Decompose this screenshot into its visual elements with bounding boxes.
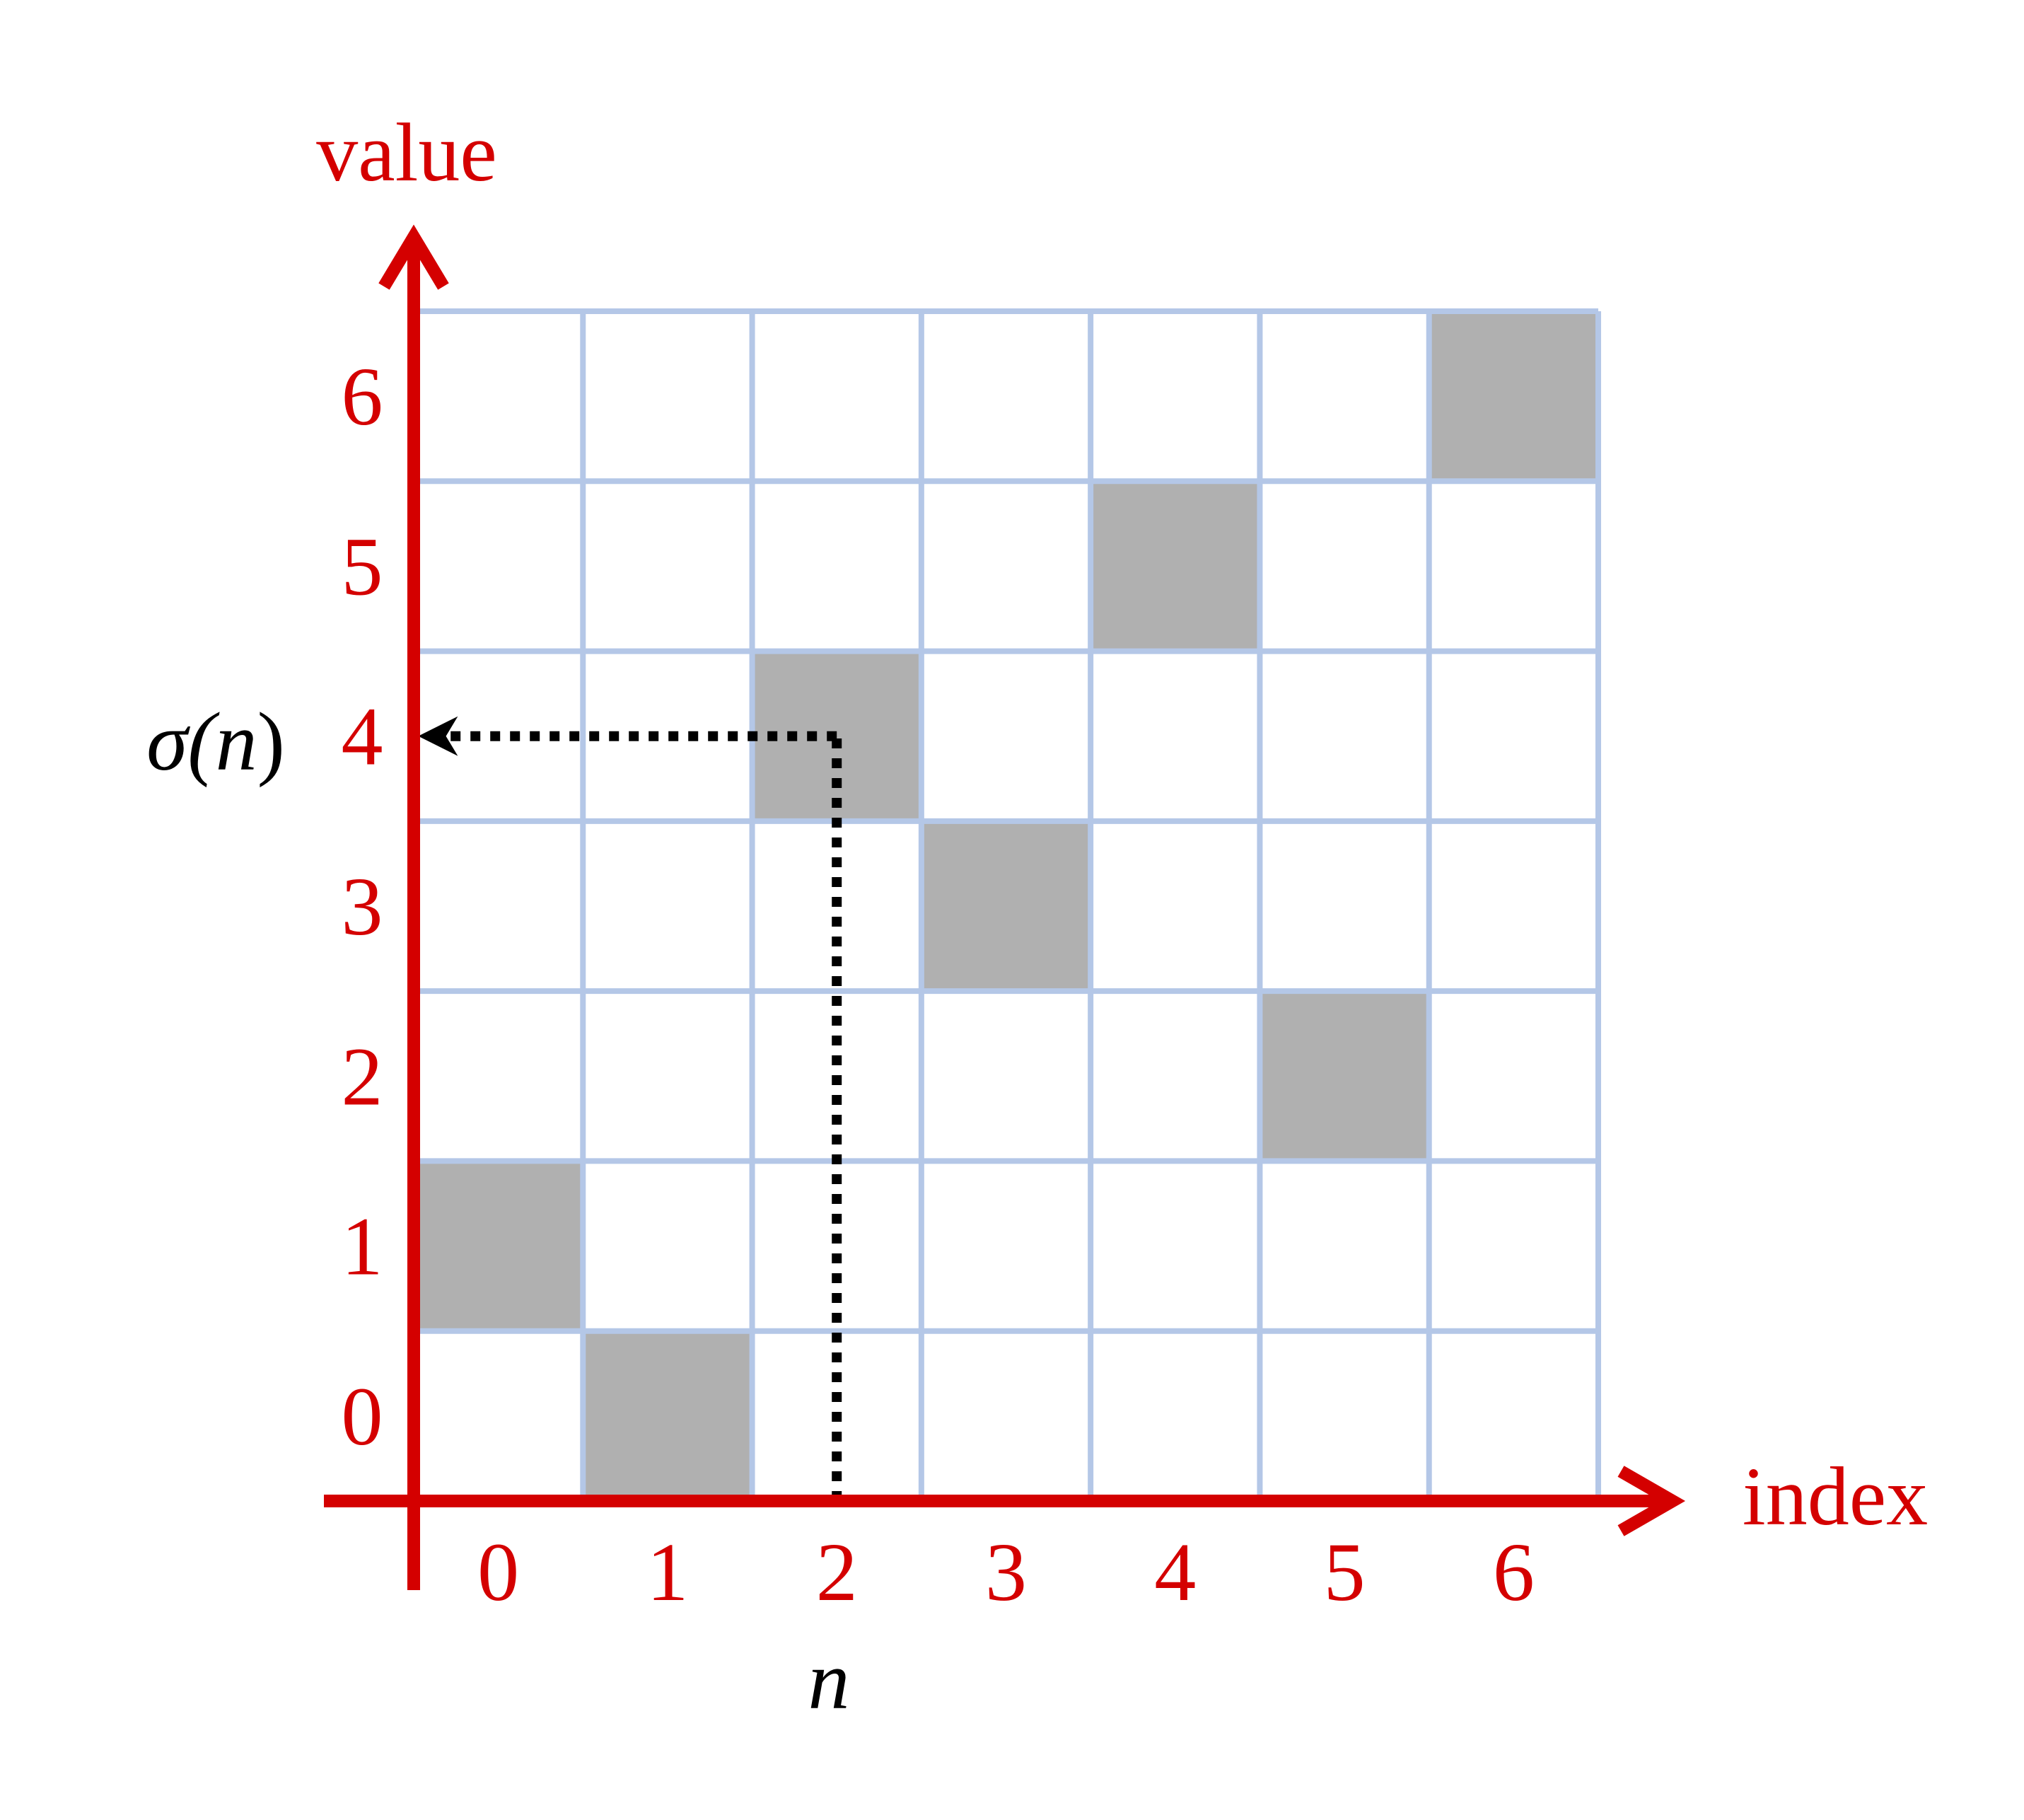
x-tick-label-1: 1 [646,1526,688,1618]
y-tick-label-6: 6 [342,350,383,443]
filled-cell-1-0 [583,1331,752,1501]
grid-lines [411,308,1601,1504]
x-tick-label-2: 2 [816,1526,858,1618]
filled-cell-0-1 [414,1161,583,1331]
x-axis-arrowhead [1617,1466,1686,1536]
y-axis-label: value [316,106,497,199]
filled-cell-2-4 [752,651,921,821]
x-tick-label-5: 5 [1324,1526,1366,1618]
sigma-n-label-prefix: σ( [146,695,220,788]
guide-lines [418,716,842,1501]
x-tick-label-0: 0 [477,1526,519,1618]
x-tick-label-3: 3 [985,1526,1027,1618]
y-tick-label-0: 0 [342,1370,383,1463]
n-index-label: n [808,1634,850,1727]
filled-cell-4-5 [1090,481,1260,651]
x-axis-label: index [1743,1450,1928,1543]
sigma-n-label-var: n [216,695,257,788]
filled-cell-3-3 [921,821,1091,992]
y-tick-label-2: 2 [342,1030,383,1123]
filled-cells [414,311,1598,1501]
y-tick-label-4: 4 [342,690,383,783]
x-tick-label-6: 6 [1493,1526,1535,1618]
filled-cell-6-6 [1429,311,1598,482]
x-tick-label-4: 4 [1154,1526,1196,1618]
filled-cell-5-2 [1260,991,1429,1161]
axes [324,224,1686,1590]
y-tick-label-3: 3 [342,860,383,953]
y-tick-label-1: 1 [342,1200,383,1293]
x-tick-labels: 0 1 2 3 4 5 6 [477,1526,1535,1618]
sigma-n-label-suffix: ) [257,695,285,788]
y-tick-label-5: 5 [342,520,383,613]
sigma-n-label: σ(n) [146,695,285,788]
y-axis-arrowhead [378,224,449,290]
y-tick-labels: 0 1 2 3 4 5 6 [342,350,383,1463]
